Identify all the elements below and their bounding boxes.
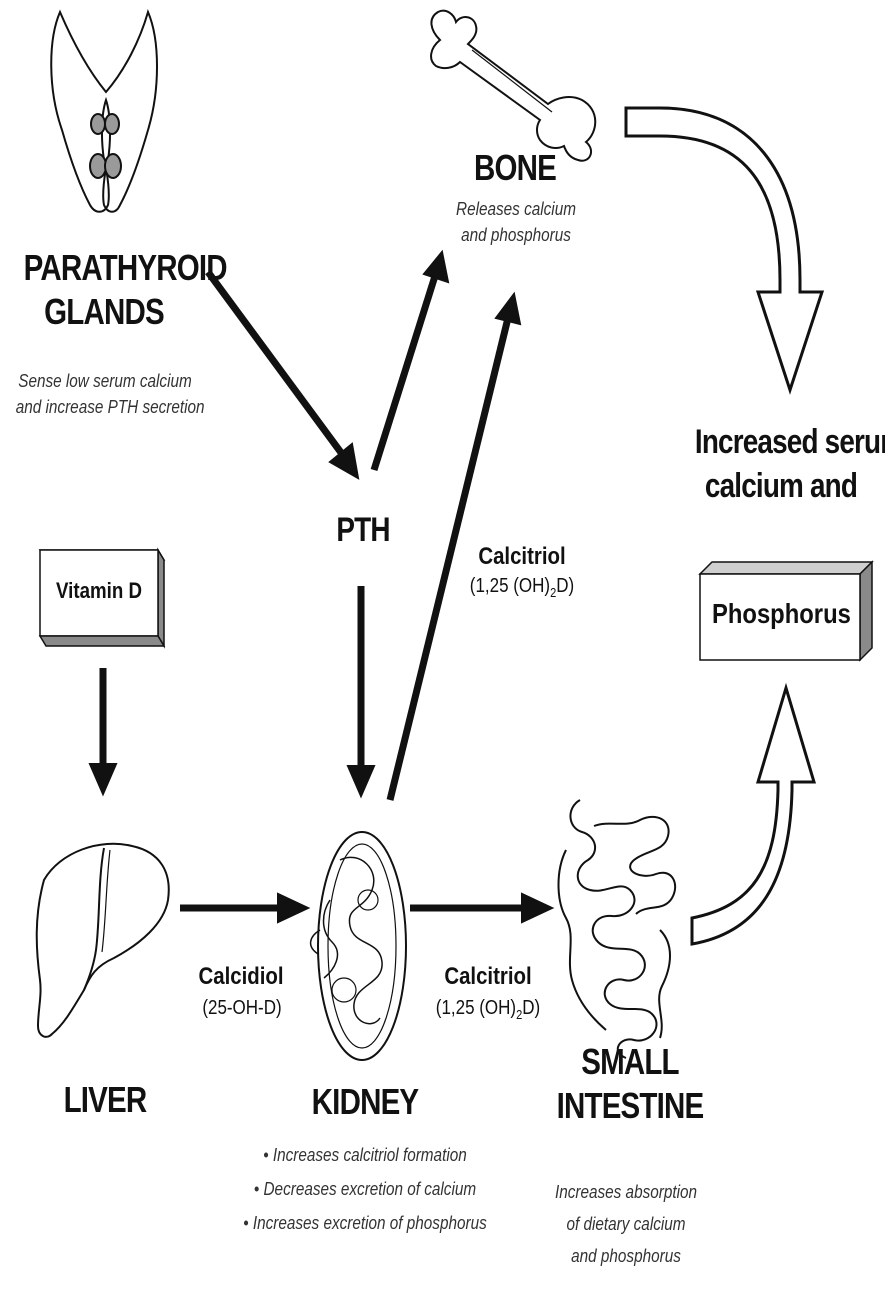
small-intestine-caption-line-2: of dietary calcium [548, 1208, 704, 1240]
arrow-parathyroid-to-pth [208, 272, 345, 458]
arrow-kidney-to-bone-head [496, 294, 520, 324]
kidney-effect-2: • Decreases excretion of calcium [242, 1172, 489, 1206]
small-intestine-caption-line-1: Increases absorption [548, 1176, 704, 1208]
small-intestine-title: SMALL INTESTINE [556, 1040, 704, 1128]
result-title-line-1: Increased serum [695, 420, 867, 464]
small-intestine-caption: Increases absorption of dietary calcium … [548, 1176, 704, 1272]
parathyroid-title-line-1: PARATHYROID [24, 246, 185, 290]
arrow-pth-to-kidney-head [348, 766, 374, 796]
small-intestine-title-line-2: INTESTINE [556, 1084, 704, 1128]
result-title-line-2: calcium and [695, 464, 867, 508]
parathyroid-caption-line-1: Sense low serum calcium [16, 368, 195, 394]
hollow-arrow-intestine-to-result [692, 688, 814, 944]
parathyroid-caption: Sense low serum calcium and increase PTH… [16, 368, 195, 420]
small-intestine-caption-line-3: and phosphorus [548, 1240, 704, 1272]
calcitriol-to-intestine-label: Calcitriol [439, 962, 538, 992]
bone-title: BONE [462, 146, 569, 190]
parathyroid-title-line-2: GLANDS [24, 290, 185, 334]
formula-suffix: D) [522, 997, 540, 1019]
hollow-arrow-bone-to-result [626, 108, 822, 390]
kidney-icon [311, 832, 406, 1060]
arrow-kidney-to-intestine-head [522, 894, 552, 922]
bone-caption: Releases calcium and phosphorus [448, 196, 584, 248]
formula-prefix: (1,25 (OH) [436, 997, 516, 1019]
calcidiol-formula: (25-OH-D) [189, 994, 294, 1022]
bone-caption-line-2: and phosphorus [448, 222, 584, 248]
parathyroid-title: PARATHYROID GLANDS [24, 246, 185, 334]
phosphorus-label: Phosphorus [712, 598, 848, 630]
arrow-vitamin-d-to-liver-head [90, 764, 116, 794]
bone-caption-line-1: Releases calcium [448, 196, 584, 222]
pth-label: PTH [326, 508, 400, 552]
kidney-title: KIDNEY [304, 1080, 427, 1124]
calcitriol-to-intestine-formula: (1,25 (OH)2D) [425, 994, 551, 1029]
arrow-pth-to-bone-head [424, 252, 448, 282]
calcidiol-label: Calcidiol [194, 962, 288, 992]
hollow-arrows [626, 108, 822, 944]
small-intestine-icon [559, 800, 676, 1058]
formula-prefix: (1,25 (OH) [470, 575, 550, 597]
kidney-effect-1: • Increases calcitriol formation [242, 1138, 489, 1172]
result-title: Increased serum calcium and [695, 420, 867, 508]
calcitriol-to-bone-label: Calcitriol [473, 542, 572, 572]
small-intestine-title-line-1: SMALL [556, 1040, 704, 1084]
parathyroid-glands-icon [51, 12, 157, 212]
arrow-liver-to-kidney-head [278, 894, 308, 922]
calcitriol-to-bone-formula: (1,25 (OH)2D) [459, 572, 585, 607]
vitamin-d-label: Vitamin D [49, 578, 149, 604]
liver-title: LIVER [52, 1078, 159, 1122]
parathyroid-caption-line-2: and increase PTH secretion [16, 394, 195, 420]
kidney-effect-3: • Increases excretion of phosphorus [242, 1206, 489, 1240]
liver-icon [37, 844, 169, 1037]
bone-icon [431, 11, 595, 161]
formula-suffix: D) [556, 575, 574, 597]
arrow-pth-to-bone [374, 276, 435, 470]
kidney-effects-list: • Increases calcitriol formation • Decre… [242, 1138, 489, 1240]
